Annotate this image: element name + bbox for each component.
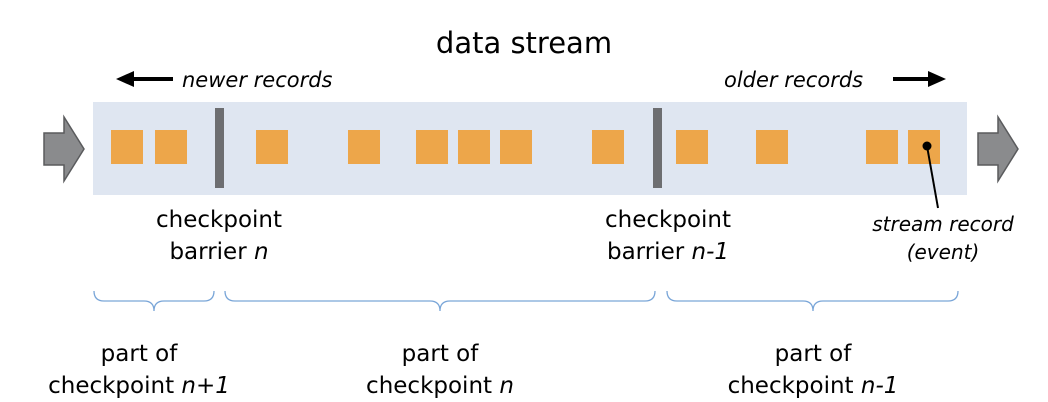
- record-pointer-line: [926, 145, 939, 209]
- part-label-line2: checkpoint n: [366, 373, 514, 399]
- stream-record: [458, 130, 490, 164]
- stream-record: [866, 130, 898, 164]
- barrier-n-1-label-line1: checkpoint: [605, 207, 731, 233]
- newer-records-label: newer records: [182, 68, 333, 92]
- barrier-n-1-label-line2: barrier n-1: [606, 239, 730, 265]
- part-label-line2: checkpoint n+1: [48, 373, 230, 399]
- barrier-n-label-line1: checkpoint: [156, 207, 282, 233]
- stream-record: [500, 130, 532, 164]
- stream-record-label: stream record (event): [858, 210, 1028, 266]
- older-records-label: older records: [724, 68, 864, 92]
- stream-record: [348, 130, 380, 164]
- part-checkpoint-n-label: part of checkpoint n: [315, 338, 565, 402]
- stream-record: [592, 130, 624, 164]
- stream-record-label-line1: stream record: [872, 212, 1014, 236]
- output-flow-arrow: [977, 114, 1019, 184]
- part-checkpoint-n-1-label: part of checkpoint n-1: [688, 338, 938, 402]
- part-checkpoint-n+1-label: part of checkpoint n+1: [14, 338, 264, 402]
- barrier-n-label: checkpoint barrier n: [119, 204, 319, 268]
- barrier-n-label-line2: barrier n: [169, 239, 269, 265]
- stream-record: [416, 130, 448, 164]
- checkpoint-barrier-n: [215, 108, 224, 188]
- part-label-line2: checkpoint n-1: [727, 373, 899, 399]
- checkpoint-barrier-n-1: [653, 108, 662, 188]
- stream-record: [756, 130, 788, 164]
- stream-record: [256, 130, 288, 164]
- older-direction-arrow: [893, 71, 946, 87]
- stream-record: [111, 130, 143, 164]
- brace-checkpoint-n+1: [93, 290, 215, 312]
- barrier-n-1-label: checkpoint barrier n-1: [568, 204, 768, 268]
- stream-record: [155, 130, 187, 164]
- part-label-line1: part of: [774, 341, 852, 367]
- newer-direction-arrow: [116, 71, 173, 87]
- diagram-title: data stream: [435, 26, 613, 60]
- stream-record: [676, 130, 708, 164]
- brace-checkpoint-n: [224, 290, 656, 312]
- part-label-line1: part of: [401, 341, 479, 367]
- stream-record-label-line2: (event): [906, 240, 980, 264]
- input-flow-arrow: [43, 114, 85, 184]
- brace-checkpoint-n-1: [666, 290, 959, 312]
- part-label-line1: part of: [100, 341, 178, 367]
